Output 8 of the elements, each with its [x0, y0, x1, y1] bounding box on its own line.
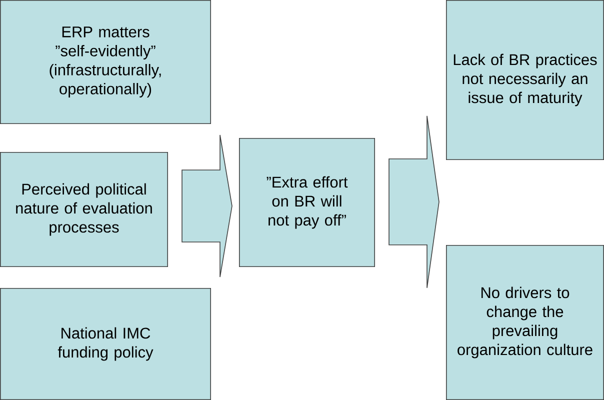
text-box: Perceived political nature of evaluation processes — [0, 152, 168, 267]
text-box: Lack of BR practices not necessarily an issue of maturity — [446, 0, 604, 160]
text-box: ”Extra effort on BR will not pay off” — [239, 138, 375, 267]
text-box: National IMC funding policy — [0, 288, 211, 400]
block-arrow — [388, 116, 440, 288]
text-box: No drivers to change the prevailing organization culture — [446, 245, 604, 400]
block-arrow — [182, 134, 232, 278]
text-box: ERP matters ”self-evidently” (infrastructurally, operationally) — [0, 0, 211, 124]
